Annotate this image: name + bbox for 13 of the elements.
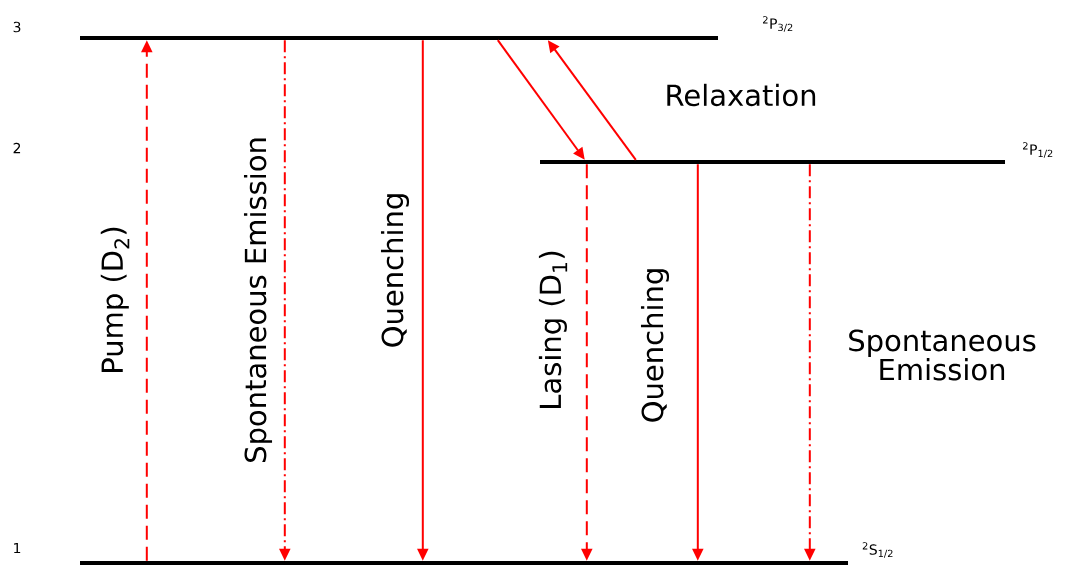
process-label: Quenching (640, 269, 670, 422)
process-label: Lasing (D$_{1}$) (538, 251, 568, 408)
level-number: 3 (13, 21, 21, 33)
term-symbol: $^{2}$S$_{1/2}$ (862, 542, 893, 558)
process-label: Pump (D$_{2}$) (100, 227, 130, 372)
process-label: Quenching (380, 194, 410, 347)
process-label: Relaxation (667, 83, 816, 107)
level-number: 2 (13, 142, 21, 154)
level-number: 1 (14, 542, 21, 554)
term-symbol: $^{2}$P$_{3/2}$ (763, 16, 793, 32)
term-symbol: $^{2}$P$_{1/2}$ (1023, 142, 1053, 158)
process-label: Spontaneous Emission (849, 329, 1036, 381)
process-label: Spontaneous Emission (243, 138, 273, 462)
